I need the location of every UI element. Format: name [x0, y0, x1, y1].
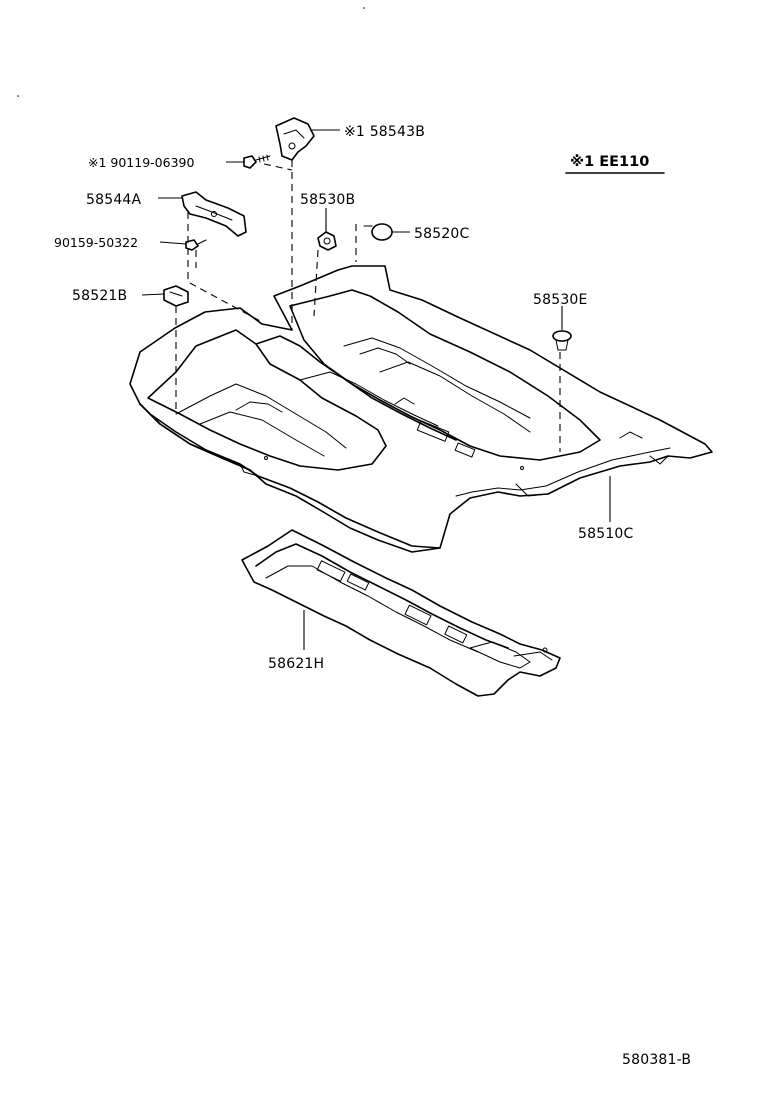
fastener-58520c — [363, 223, 393, 241]
bolt-90119-06390 — [243, 154, 271, 169]
leader-lines — [141, 129, 611, 650]
clip-58530e — [552, 330, 572, 351]
bracket-58544a — [181, 191, 247, 237]
bracket-58543b — [275, 117, 315, 161]
model-note-text: ※1 EE110 — [570, 154, 649, 170]
label-58510c: 58510C — [578, 526, 634, 542]
stray-dot — [17, 95, 19, 97]
figure-code: 580381-B — [622, 1052, 691, 1068]
rear-floor-carpet-58621h — [241, 529, 561, 697]
label-58544a: 58544A — [86, 192, 142, 208]
label-58530e: 58530E — [533, 292, 588, 308]
label-58543b: ※1 58543B — [344, 124, 425, 140]
label-58621h: 58621H — [268, 656, 324, 672]
model-note: ※1 EE110 — [565, 154, 665, 174]
stray-dot — [363, 7, 365, 9]
clip-58521b — [163, 285, 189, 307]
floor-carpet-58510c — [129, 265, 713, 553]
label-90159-50322: 90159-50322 — [54, 235, 138, 250]
assembly-lines — [175, 160, 561, 452]
label-90119-06390: ※1 90119-06390 — [88, 155, 194, 170]
clip-58530b — [317, 231, 337, 251]
bolt-90159-50322 — [185, 239, 207, 251]
label-58530b: 58530B — [300, 192, 355, 208]
label-58521b: 58521B — [72, 288, 127, 304]
label-58520c: 58520C — [414, 226, 470, 242]
